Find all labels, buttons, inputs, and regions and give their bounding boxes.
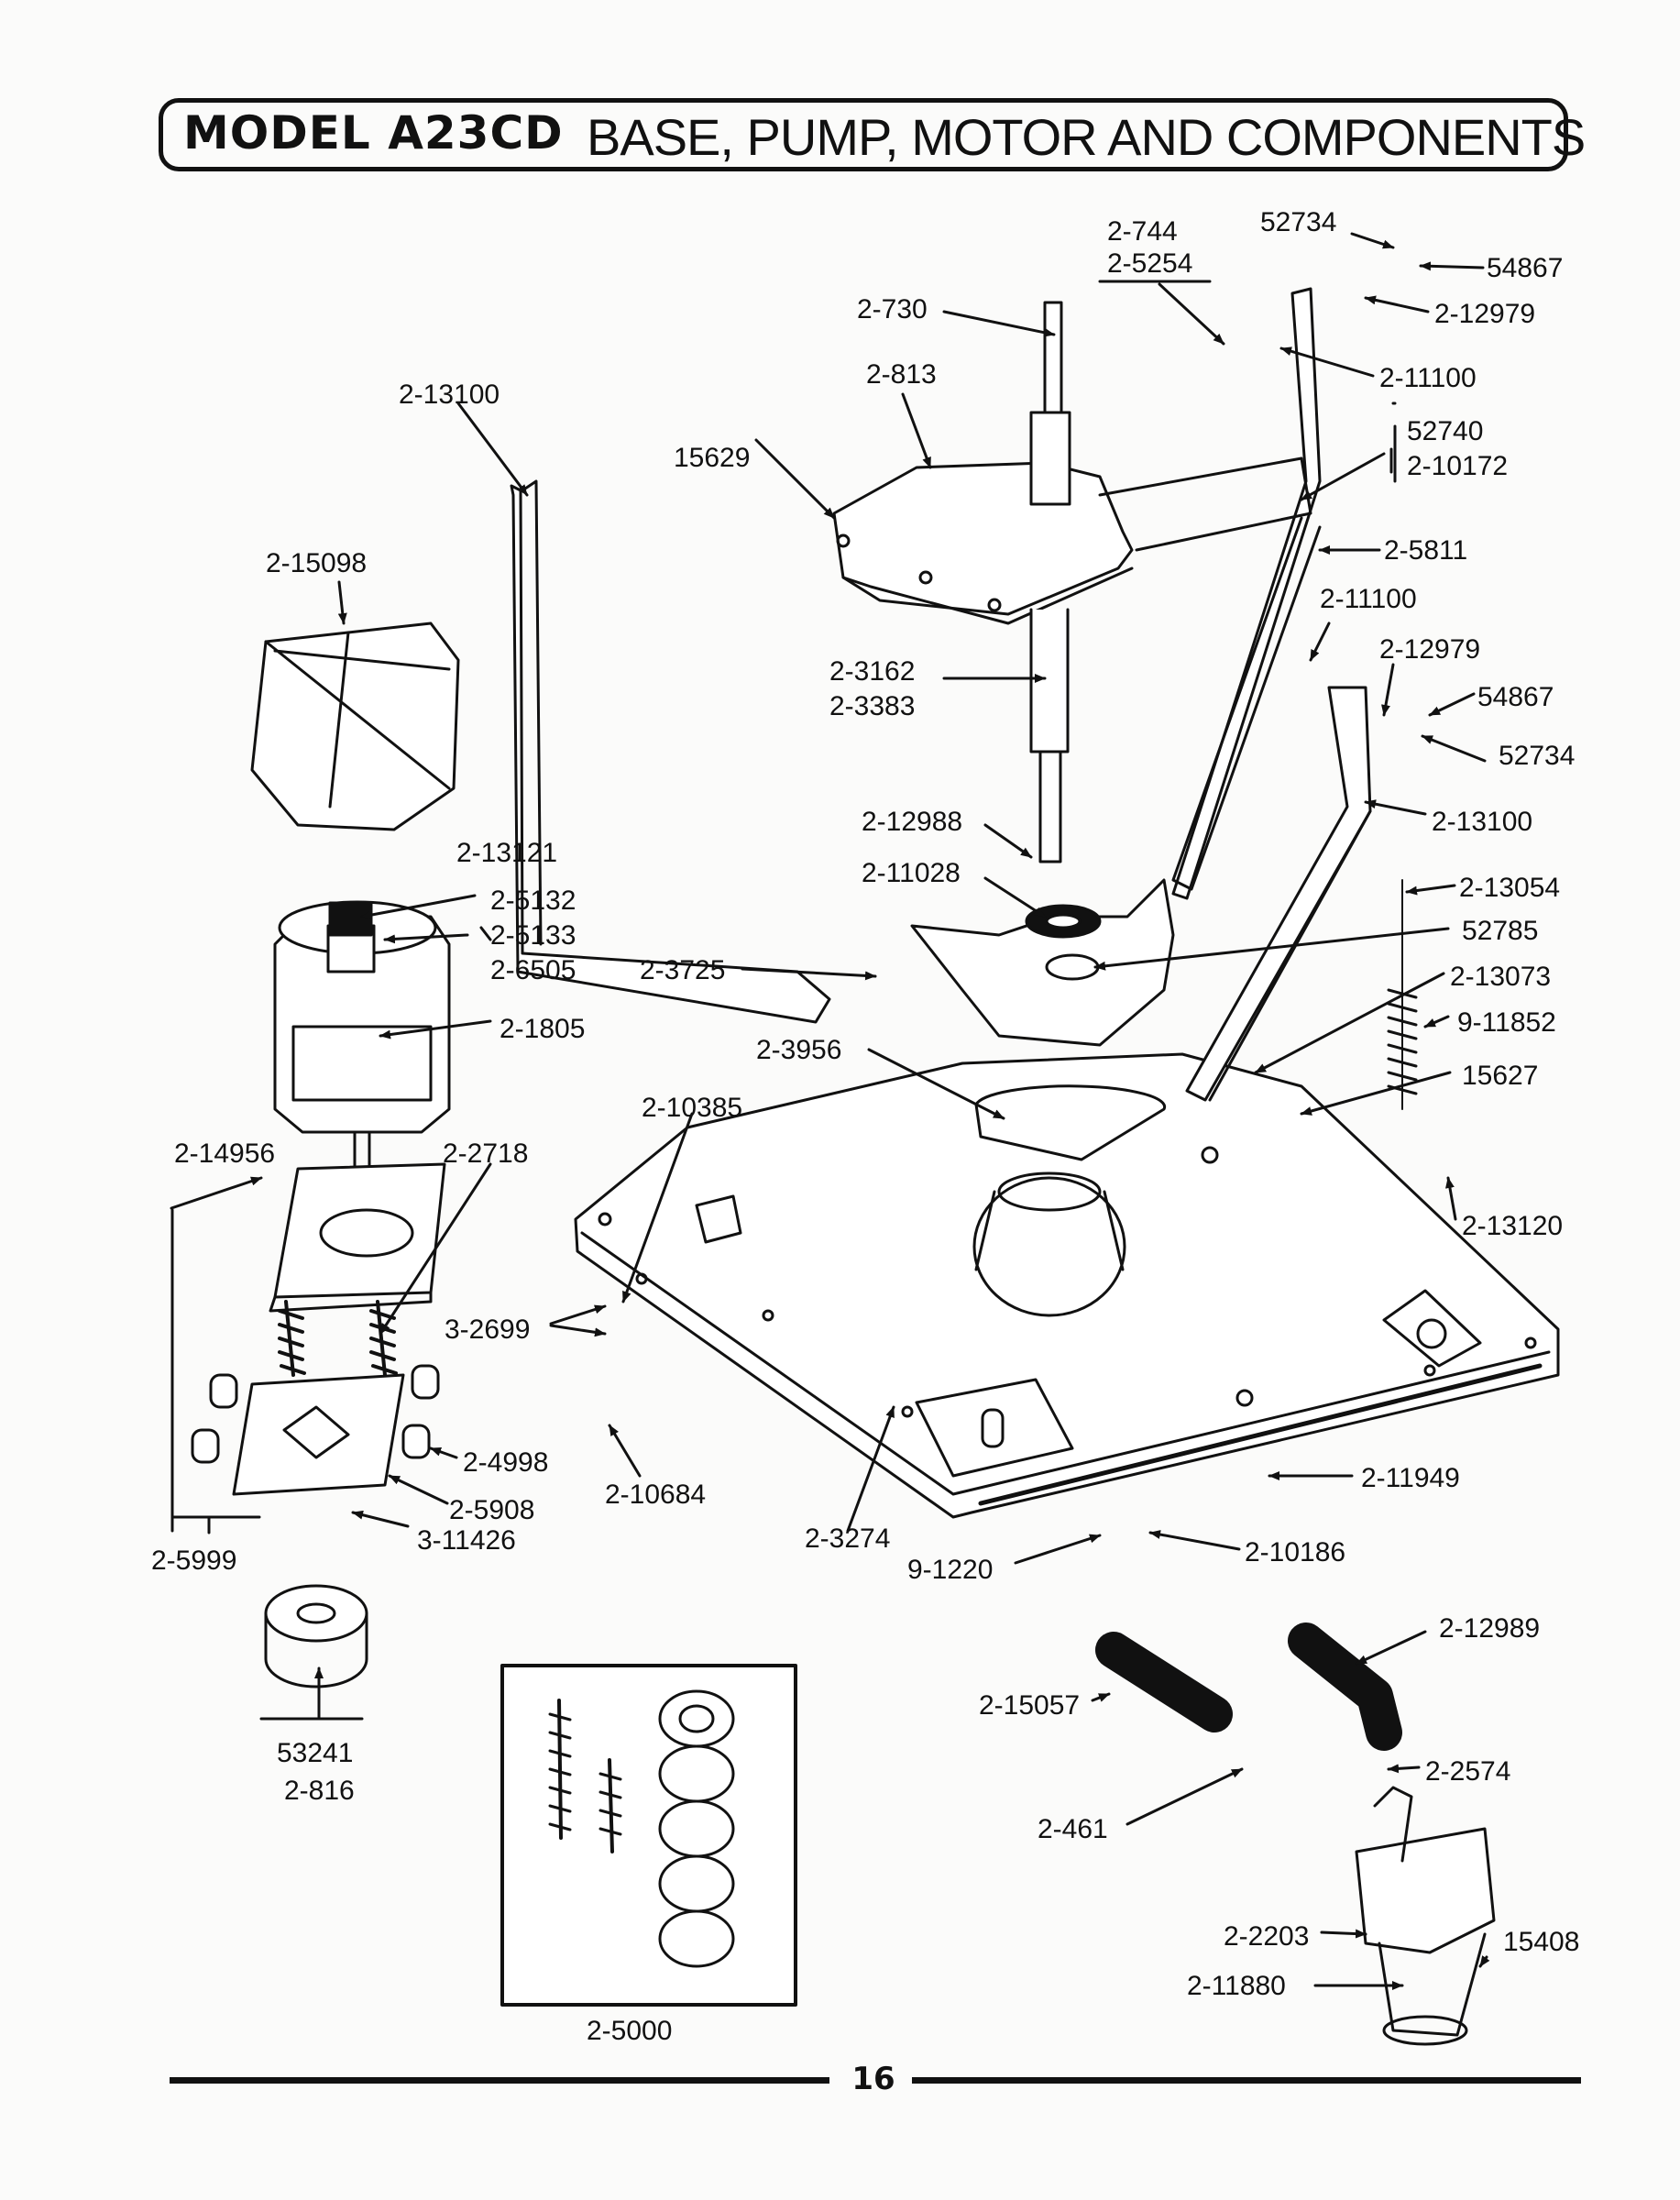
label-15627: 15627 bbox=[1462, 1061, 1538, 1091]
leader-lines bbox=[170, 232, 1490, 1990]
support-leg-right-front bbox=[1185, 686, 1372, 1102]
label-2-3383: 2-3383 bbox=[829, 691, 915, 721]
label-15408: 15408 bbox=[1503, 1927, 1579, 1957]
label-2-5133: 2-5133 bbox=[490, 920, 576, 951]
model-label: MODEL A23CD bbox=[183, 106, 564, 160]
label-2-13073: 2-13073 bbox=[1450, 962, 1551, 992]
label-2-11028: 2-11028 bbox=[862, 858, 961, 888]
part-labels: 2-744 2-5254 52734 54867 2-12979 2-730 2… bbox=[151, 207, 1579, 2046]
label-2-2203: 2-2203 bbox=[1224, 1921, 1309, 1952]
section-title: BASE, PUMP, MOTOR AND COMPONENTS bbox=[587, 108, 1586, 166]
footer-rule-right bbox=[912, 2077, 1581, 2084]
label-2-15098: 2-15098 bbox=[266, 548, 367, 578]
label-2-461: 2-461 bbox=[1038, 1814, 1108, 1844]
support-leg-right-rear bbox=[1171, 287, 1322, 900]
motor-mount-plate bbox=[269, 1162, 446, 1313]
label-2-3956: 2-3956 bbox=[756, 1035, 841, 1065]
label-2-5908: 2-5908 bbox=[449, 1495, 534, 1525]
label-2-13120: 2-13120 bbox=[1462, 1211, 1563, 1241]
label-2-6505: 2-6505 bbox=[490, 955, 576, 985]
label-2-15057: 2-15057 bbox=[979, 1690, 1080, 1721]
label-2-13100-right: 2-13100 bbox=[1432, 807, 1532, 837]
label-2-11949: 2-11949 bbox=[1361, 1463, 1460, 1493]
label-2-12979-mid: 2-12979 bbox=[1379, 634, 1480, 665]
label-54867-mid: 54867 bbox=[1477, 682, 1554, 712]
label-3-11426: 3-11426 bbox=[417, 1525, 516, 1556]
drain-hose bbox=[1095, 1632, 1233, 1732]
label-2-13100-left: 2-13100 bbox=[399, 380, 500, 410]
transmission-gearcase bbox=[832, 301, 1312, 864]
label-9-1220: 9-1220 bbox=[907, 1555, 993, 1585]
label-2-4998: 2-4998 bbox=[463, 1447, 548, 1478]
page-number: 16 bbox=[851, 2061, 895, 2097]
label-9-11852: 9-11852 bbox=[1457, 1007, 1556, 1038]
label-2-10385: 2-10385 bbox=[642, 1093, 742, 1123]
label-2-10186: 2-10186 bbox=[1245, 1537, 1345, 1568]
label-3-2699: 3-2699 bbox=[445, 1314, 530, 1345]
label-15629: 15629 bbox=[674, 443, 750, 473]
label-2-11100-top: 2-11100 bbox=[1379, 363, 1477, 393]
label-2-14956: 2-14956 bbox=[174, 1138, 275, 1169]
label-2-13121: 2-13121 bbox=[456, 838, 557, 868]
motor-pulley bbox=[264, 1584, 368, 1688]
label-2-12979-top: 2-12979 bbox=[1434, 299, 1535, 329]
motor-mount-springs bbox=[278, 1300, 398, 1377]
label-2-744: 2-744 bbox=[1107, 216, 1178, 247]
label-2-2718: 2-2718 bbox=[443, 1138, 528, 1169]
motor-cover bbox=[250, 622, 460, 831]
water-pump bbox=[1355, 1786, 1496, 2046]
label-2-816: 2-816 bbox=[284, 1776, 355, 1806]
label-52785: 52785 bbox=[1462, 916, 1538, 946]
drive-motor bbox=[273, 900, 451, 1189]
label-2-3274: 2-3274 bbox=[805, 1524, 890, 1554]
label-52740: 52740 bbox=[1407, 416, 1483, 446]
label-54867-top: 54867 bbox=[1487, 253, 1563, 283]
label-2-12988: 2-12988 bbox=[862, 807, 962, 837]
label-2-10172: 2-10172 bbox=[1407, 451, 1508, 481]
label-2-5999: 2-5999 bbox=[151, 1546, 236, 1576]
label-2-5254: 2-5254 bbox=[1107, 248, 1192, 279]
agitator-clutch-assembly bbox=[910, 878, 1175, 1047]
label-2-10684: 2-10684 bbox=[605, 1480, 706, 1510]
label-2-3162: 2-3162 bbox=[829, 656, 915, 687]
label-2-12989: 2-12989 bbox=[1439, 1613, 1540, 1644]
bearing-seal bbox=[974, 1084, 1167, 1161]
label-2-3725: 2-3725 bbox=[640, 955, 725, 985]
label-2-13054: 2-13054 bbox=[1459, 873, 1560, 903]
label-2-1805: 2-1805 bbox=[500, 1014, 585, 1044]
header-frame bbox=[159, 98, 1568, 171]
label-2-5132: 2-5132 bbox=[490, 886, 576, 916]
spring-kit-box bbox=[500, 1664, 797, 2007]
footer-rule-left bbox=[170, 2077, 829, 2084]
label-2-730: 2-730 bbox=[857, 294, 928, 324]
label-52734-mid: 52734 bbox=[1499, 741, 1575, 771]
base-plate bbox=[574, 1052, 1560, 1519]
label-2-813: 2-813 bbox=[866, 359, 937, 390]
label-2-5000: 2-5000 bbox=[587, 2016, 672, 2046]
label-2-2574: 2-2574 bbox=[1425, 1756, 1510, 1787]
label-2-5811: 2-5811 bbox=[1384, 535, 1467, 566]
motor-base-plate bbox=[191, 1364, 440, 1496]
label-2-11880: 2-11880 bbox=[1187, 1971, 1286, 2001]
label-53241: 53241 bbox=[277, 1738, 353, 1768]
label-2-11100-mid: 2-11100 bbox=[1320, 584, 1417, 614]
fill-hose bbox=[1288, 1622, 1402, 1751]
label-52734-top: 52734 bbox=[1260, 207, 1336, 237]
